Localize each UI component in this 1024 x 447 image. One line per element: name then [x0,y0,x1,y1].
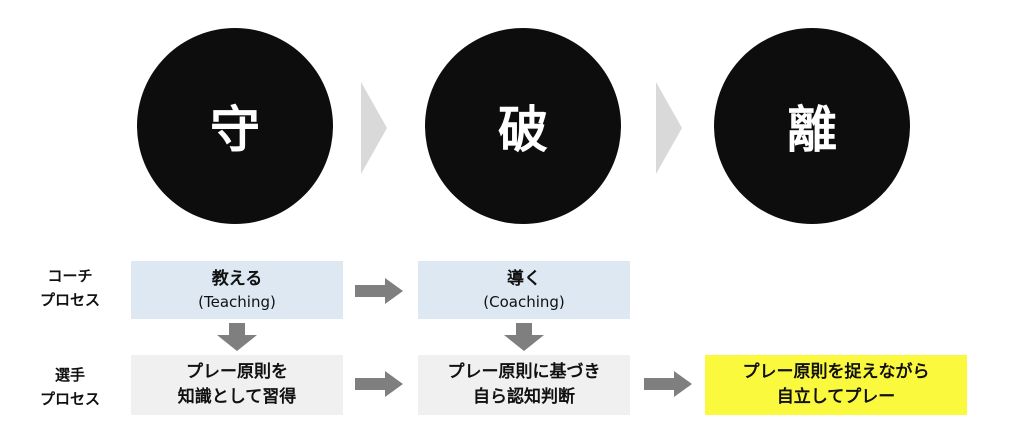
stage-circle-ri: 離 [714,28,910,224]
coach-box-coaching-title: 導く [507,269,541,289]
arrow-right-icon [355,371,403,397]
player-box-judge: プレー原則に基づき 自ら認知判断 [418,355,630,415]
coach-box-teaching-title: 教える [211,269,263,289]
coach-box-coaching: 導く (Coaching) [418,261,630,319]
coach-label-line1: コーチ [47,267,93,285]
arrow-right-icon [355,278,403,304]
coach-box-teaching: 教える (Teaching) [131,261,343,319]
arrow-down-icon [217,323,257,351]
stage-circle-shu: 守 [137,28,333,224]
stage-label-shu: 守 [210,101,260,159]
stage-label-ha: 破 [498,101,548,159]
player-box-autonomous: プレー原則を捉えながら 自立してプレー [705,355,967,415]
player-label-line2: プロセス [39,390,100,408]
coach-label-line2: プロセス [39,291,100,309]
stage-label-ri: 離 [787,101,837,159]
player-box-autonomous-line1: プレー原則を捉えながら [742,362,930,382]
coach-box-coaching-subtitle: (Coaching) [483,293,565,311]
stage-circle-ha: 破 [425,28,621,224]
arrow-down-icon [504,323,544,351]
coach-box-teaching-subtitle: (Teaching) [198,293,276,311]
player-box-acquire-line1: プレー原則を [186,362,288,382]
player-box-judge-line1: プレー原則に基づき [447,362,601,382]
chevron-right-icon [361,82,387,174]
player-label-line1: 選手 [54,366,85,384]
player-box-autonomous-line2: 自立してプレー [776,387,896,407]
player-box-acquire: プレー原則を 知識として習得 [131,355,343,415]
arrow-right-icon [644,371,692,397]
player-box-judge-line2: 自ら認知判断 [473,387,575,407]
coach-process-label: コーチ プロセス [20,264,120,312]
player-box-acquire-line2: 知識として習得 [177,387,297,407]
player-process-label: 選手 プロセス [20,363,120,411]
chevron-right-icon [656,82,682,174]
